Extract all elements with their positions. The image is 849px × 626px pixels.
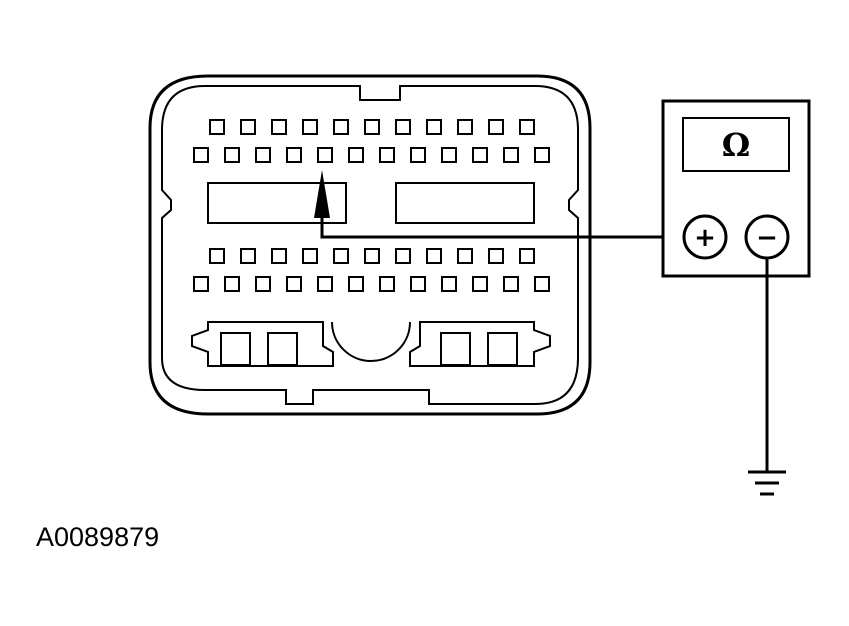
pin-cavity	[317, 147, 333, 163]
pin-cavity	[379, 147, 395, 163]
pin-cavity	[410, 147, 426, 163]
pin-cavity	[224, 147, 240, 163]
pin-cavity	[255, 276, 271, 292]
pin-cavity	[488, 119, 504, 135]
pin-cavity	[302, 119, 318, 135]
pin-cavity	[395, 119, 411, 135]
pin-cavity	[503, 276, 519, 292]
pin-cavity	[457, 119, 473, 135]
connector	[148, 74, 592, 416]
pin-cavity	[364, 119, 380, 135]
pin-rows	[193, 119, 550, 292]
pin-cavity	[488, 248, 504, 264]
latch-housing-left	[191, 321, 334, 367]
pin-cavity	[333, 248, 349, 264]
pin-cavity	[441, 276, 457, 292]
pin-cavity	[271, 119, 287, 135]
pin-cavity	[534, 147, 550, 163]
pin-cavity	[410, 276, 426, 292]
pin-cavity	[240, 119, 256, 135]
meter-display-symbol: Ω	[722, 126, 750, 164]
ground-icon	[748, 470, 786, 496]
pin-cavity	[193, 147, 209, 163]
pin-cavity	[503, 147, 519, 163]
latch-pin-right-1	[440, 332, 471, 366]
pin-cavity	[364, 248, 380, 264]
connector-outer-shell	[148, 74, 592, 416]
pin-cavity	[271, 248, 287, 264]
pin-cavity	[286, 276, 302, 292]
latch-housing-right	[409, 321, 551, 367]
pin-cavity	[348, 276, 364, 292]
probe-lead	[314, 170, 686, 239]
pin-cavity	[379, 276, 395, 292]
pin-cavity	[255, 147, 271, 163]
pin-cavity	[240, 248, 256, 264]
pin-cavity	[333, 119, 349, 135]
pin-cavity	[209, 248, 225, 264]
pin-cavity	[317, 276, 333, 292]
pin-cavity	[348, 147, 364, 163]
probe-pin-icon	[314, 170, 330, 218]
connector-inner-shell	[161, 85, 579, 405]
latch-pin-left-1	[220, 332, 251, 366]
pin-cavity	[302, 248, 318, 264]
pin-cavity	[224, 276, 240, 292]
latch-pin-right-2	[487, 332, 518, 366]
pin-cavity	[519, 119, 535, 135]
pin-cavity	[426, 248, 442, 264]
meter-display	[682, 117, 790, 172]
pin-cavity	[395, 248, 411, 264]
pin-cavity	[457, 248, 473, 264]
figure-id: A0089879	[36, 522, 160, 552]
negative-terminal-label: −	[756, 223, 778, 253]
connector-key	[331, 321, 411, 362]
latch-pin-left-2	[267, 332, 298, 366]
cavity-window-left	[207, 182, 347, 224]
ohmmeter: Ω + −	[661, 99, 811, 278]
positive-terminal[interactable]	[682, 214, 728, 260]
positive-terminal-label: +	[694, 223, 716, 253]
cavity-window-right	[395, 182, 535, 224]
pin-cavity	[209, 119, 225, 135]
pin-cavity	[472, 276, 488, 292]
pin-cavity	[534, 276, 550, 292]
pin-cavity	[193, 276, 209, 292]
pin-cavity	[426, 119, 442, 135]
pin-cavity	[472, 147, 488, 163]
pin-cavity	[286, 147, 302, 163]
pin-cavity	[519, 248, 535, 264]
ground-lead	[748, 258, 786, 496]
pin-cavity	[441, 147, 457, 163]
lead-wire-positive	[320, 218, 686, 239]
